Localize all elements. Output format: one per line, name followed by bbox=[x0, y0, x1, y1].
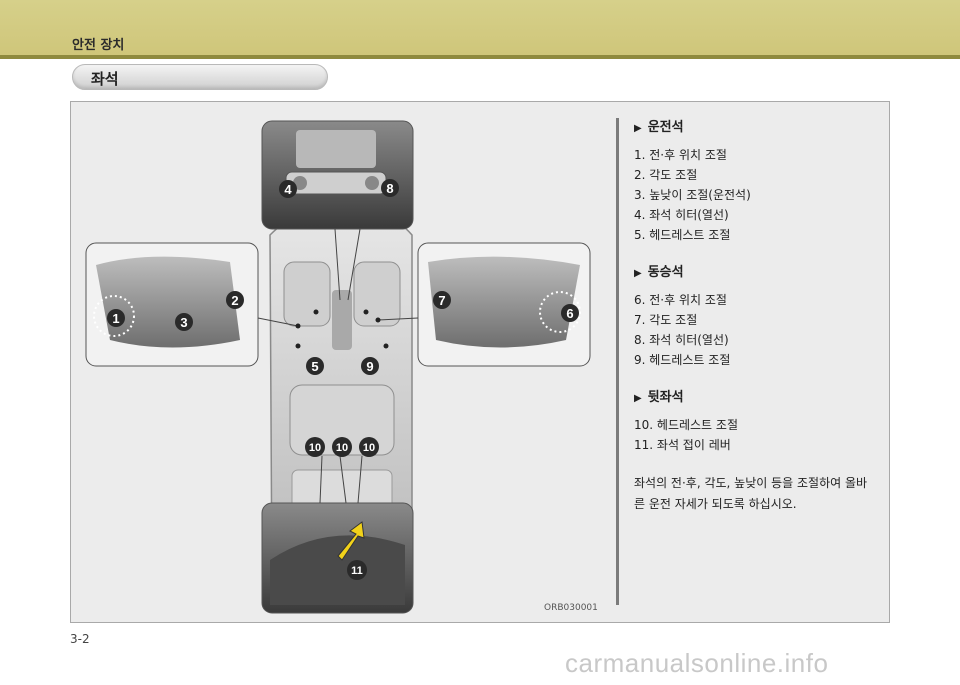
chapter-title: 안전 장치 bbox=[72, 38, 125, 53]
callout-3: 3 bbox=[175, 313, 193, 331]
svg-text:8: 8 bbox=[386, 181, 393, 196]
group-rear: ▶ 뒷좌석 10. 헤드레스트 조절 11. 좌석 접이 레버 bbox=[634, 388, 884, 455]
list-item: 11. 좌석 접이 레버 bbox=[634, 438, 731, 452]
svg-text:7: 7 bbox=[438, 293, 445, 308]
header-band bbox=[0, 0, 960, 55]
note-line: 좌석의 전·후, 각도, 높낮이 등을 조절하여 올바 bbox=[634, 476, 868, 490]
callout-2: 2 bbox=[226, 291, 244, 309]
fold-arrow-icon bbox=[337, 521, 365, 561]
svg-text:1: 1 bbox=[112, 311, 119, 326]
callout-1: 1 bbox=[107, 309, 125, 327]
callout-6: 6 bbox=[561, 304, 579, 322]
callout-8: 8 bbox=[381, 179, 399, 197]
triangle-icon: ▶ bbox=[634, 268, 642, 279]
watermark: carmanualsonline.info bbox=[565, 648, 829, 678]
svg-text:11: 11 bbox=[351, 565, 363, 577]
group-title: 운전석 bbox=[647, 120, 684, 135]
svg-text:9: 9 bbox=[366, 359, 373, 374]
list-item: 9. 헤드레스트 조절 bbox=[634, 353, 731, 367]
header-rule bbox=[0, 55, 960, 59]
group-title: 뒷좌석 bbox=[647, 390, 684, 405]
svg-text:6: 6 bbox=[566, 306, 573, 321]
list-item: 4. 좌석 히터(열선) bbox=[634, 208, 729, 222]
group-title: 동승석 bbox=[647, 265, 684, 280]
callout-9: 9 bbox=[361, 357, 379, 375]
image-code: ORB030001 bbox=[544, 603, 598, 613]
section-title: 좌석 bbox=[91, 70, 119, 88]
svg-text:10: 10 bbox=[363, 442, 375, 454]
legend-column: ▶ 운전석 1. 전·후 위치 조절 2. 각도 조절 3. 높낮이 조절(운전석… bbox=[634, 118, 884, 515]
group-passenger: ▶동승석 6. 전·후 위치 조절 7. 각도 조절 8. 좌석 히터(열선) … bbox=[634, 263, 884, 370]
driver-seat-shape bbox=[283, 261, 331, 327]
triangle-icon: ▶ bbox=[634, 393, 642, 404]
center-console bbox=[332, 290, 352, 350]
list-item: 7. 각도 조절 bbox=[634, 313, 698, 327]
callout-4: 4 bbox=[279, 180, 297, 198]
section-pill: 좌석 bbox=[72, 64, 328, 90]
callout-7: 7 bbox=[433, 291, 451, 309]
svg-text:3: 3 bbox=[180, 315, 187, 330]
list-item: 1. 전·후 위치 조절 bbox=[634, 148, 727, 162]
svg-text:5: 5 bbox=[311, 359, 318, 374]
callout-5: 5 bbox=[306, 357, 324, 375]
svg-text:2: 2 bbox=[231, 293, 238, 308]
svg-text:4: 4 bbox=[284, 182, 292, 197]
triangle-icon: ▶ bbox=[634, 123, 642, 134]
list-item: 3. 높낮이 조절(운전석) bbox=[634, 188, 751, 202]
svg-text:10: 10 bbox=[309, 442, 321, 454]
callout-10-center: 10 bbox=[332, 437, 352, 457]
callout-11: 11 bbox=[347, 560, 367, 580]
group-driver: ▶ 운전석 1. 전·후 위치 조절 2. 각도 조절 3. 높낮이 조절(운전석… bbox=[634, 118, 884, 245]
list-item: 6. 전·후 위치 조절 bbox=[634, 293, 727, 307]
list-item: 10. 헤드레스트 조절 bbox=[634, 418, 738, 432]
passenger-seat-shape bbox=[353, 261, 401, 327]
list-item: 2. 각도 조절 bbox=[634, 168, 698, 182]
callout-10-left: 10 bbox=[305, 437, 325, 457]
svg-text:10: 10 bbox=[336, 442, 348, 454]
list-item: 8. 좌석 히터(열선) bbox=[634, 333, 729, 347]
note-line: 른 운전 자세가 되도록 하십시오. bbox=[634, 497, 797, 511]
page-number: 3-2 bbox=[70, 632, 90, 646]
list-item: 5. 헤드레스트 조절 bbox=[634, 228, 731, 242]
seat-adjust-note: 좌석의 전·후, 각도, 높낮이 등을 조절하여 올바 른 운전 자세가 되도록… bbox=[634, 473, 884, 515]
figure-divider bbox=[616, 118, 619, 605]
callout-10-right: 10 bbox=[359, 437, 379, 457]
